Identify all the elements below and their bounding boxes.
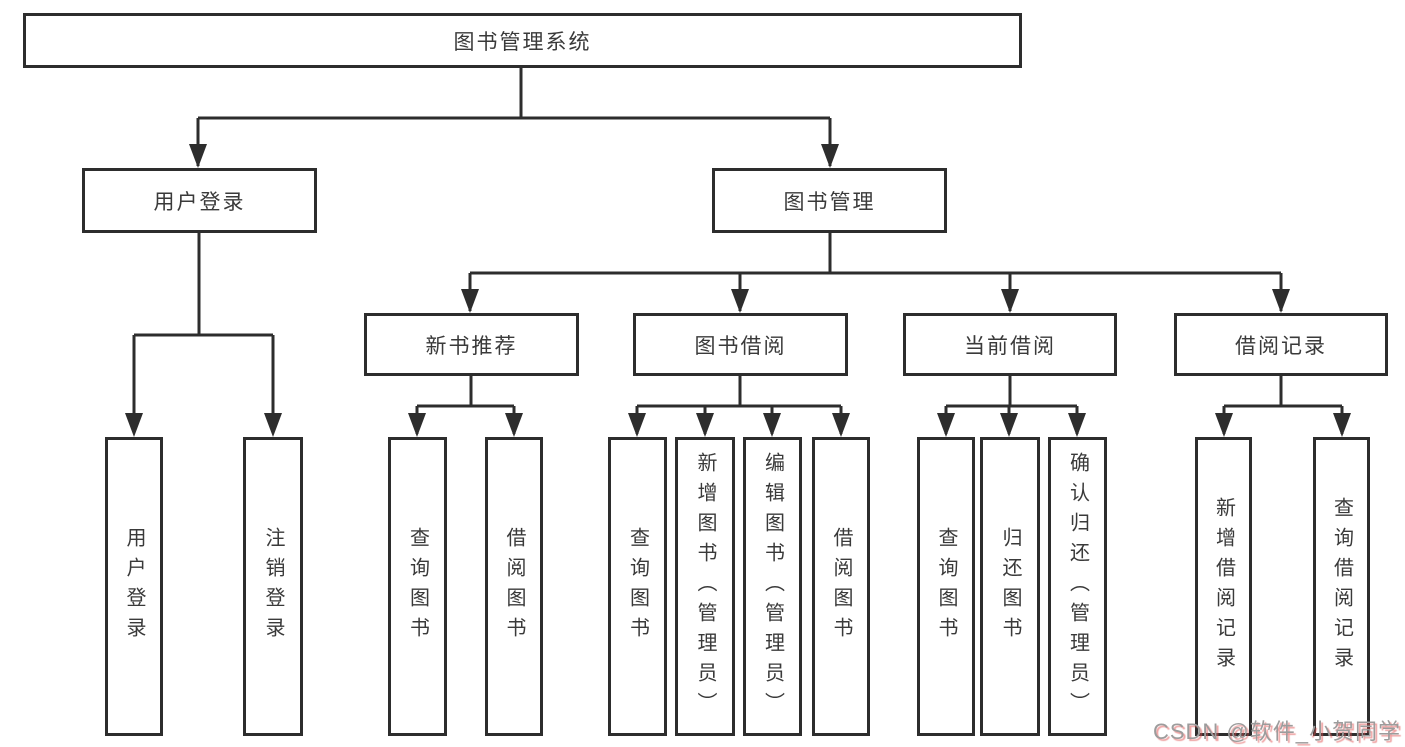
leaf-add-borrow-record: 新增借阅记录 [1195, 437, 1252, 736]
leaf-logout-label: 注销登录 [262, 526, 284, 647]
leaf-borrow-books-borrowing: 借阅图书 [812, 437, 870, 736]
leaf-user-login: 用户登录 [105, 437, 163, 736]
node-book-management-system: 图书管理系统 [23, 13, 1022, 68]
leaf-borrow-books-recommend: 借阅图书 [485, 437, 543, 736]
leaf-return-books-label: 归还图书 [999, 526, 1021, 647]
leaf-query-books-recommend: 查询图书 [388, 437, 447, 736]
node-current-borrowing: 当前借阅 [903, 313, 1117, 376]
leaf-query-borrow-record-label: 查询借阅记录 [1330, 496, 1353, 677]
leaf-borrow-books-recommend-label: 借阅图书 [503, 526, 525, 647]
leaf-add-books-admin: 新增图书（管理员） [675, 437, 735, 736]
watermark: CSDN @软件_小贺同学 [1152, 719, 1401, 744]
leaf-confirm-return-admin: 确认归还（管理员） [1048, 437, 1107, 736]
leaf-query-books-current-label: 查询图书 [935, 526, 957, 647]
node-book-management: 图书管理 [712, 168, 947, 233]
node-new-book-recommendation: 新书推荐 [364, 313, 579, 376]
leaf-user-login-label: 用户登录 [123, 526, 145, 647]
leaf-confirm-return-admin-label: 确认归还（管理员） [1066, 451, 1089, 722]
leaf-query-borrow-record: 查询借阅记录 [1313, 437, 1370, 736]
leaf-query-books-current: 查询图书 [917, 437, 975, 736]
node-borrowing-records: 借阅记录 [1174, 313, 1388, 376]
leaf-query-books-borrowing: 查询图书 [608, 437, 667, 736]
leaf-query-books-borrowing-label: 查询图书 [626, 526, 649, 647]
leaf-add-books-admin-label: 新增图书（管理员） [694, 451, 716, 722]
node-book-borrowing: 图书借阅 [633, 313, 848, 376]
leaf-add-borrow-record-label: 新增借阅记录 [1212, 496, 1235, 677]
leaf-edit-books-admin: 编辑图书（管理员） [743, 437, 802, 736]
leaf-borrow-books-borrowing-label: 借阅图书 [830, 526, 852, 647]
leaf-query-books-recommend-label: 查询图书 [406, 526, 429, 647]
node-user-login: 用户登录 [82, 168, 317, 233]
leaf-logout: 注销登录 [243, 437, 303, 736]
leaf-return-books: 归还图书 [980, 437, 1040, 736]
leaf-edit-books-admin-label: 编辑图书（管理员） [761, 451, 784, 722]
